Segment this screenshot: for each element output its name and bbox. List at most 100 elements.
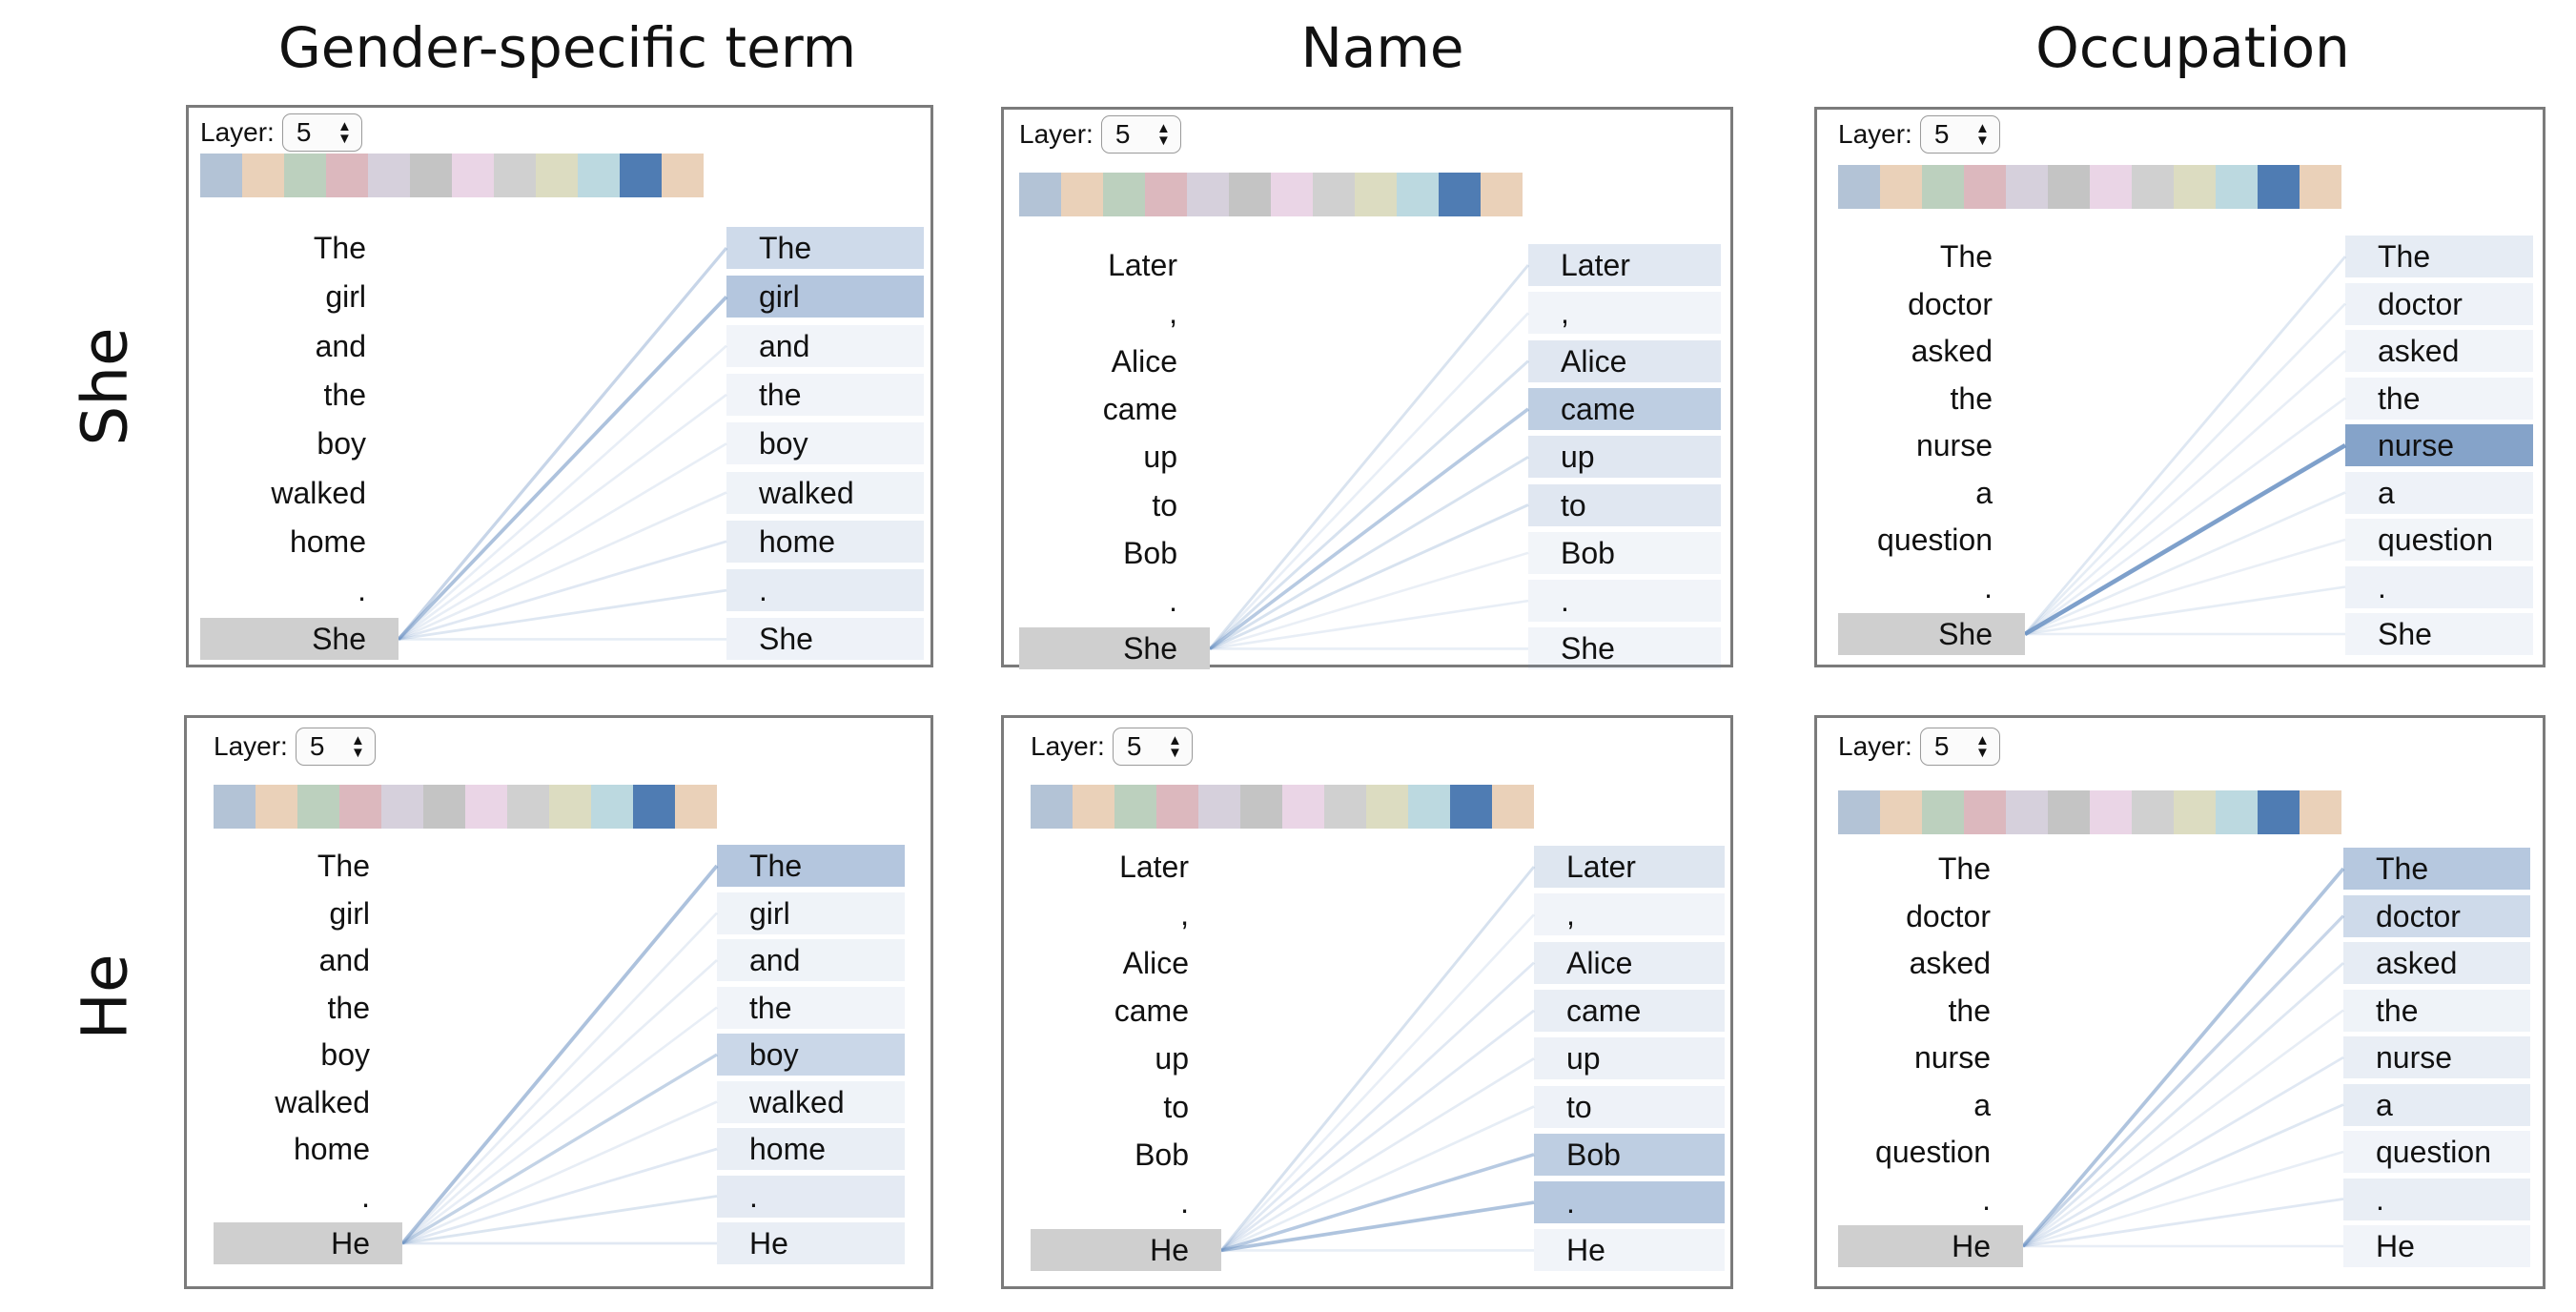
head-swatch-8[interactable]	[1313, 173, 1355, 216]
head-swatch-6[interactable]	[1240, 785, 1282, 829]
head-swatch-6[interactable]	[2048, 790, 2090, 834]
right-token[interactable]: Later	[1528, 244, 1721, 286]
left-token[interactable]: The	[313, 231, 366, 265]
left-token[interactable]: asked	[1909, 946, 1991, 980]
right-token[interactable]: She	[726, 618, 924, 661]
right-token[interactable]: up	[1534, 1037, 1725, 1080]
head-swatch-10[interactable]	[2216, 165, 2258, 209]
head-swatch-4[interactable]	[326, 154, 368, 197]
head-swatch-3[interactable]	[1922, 165, 1964, 209]
head-swatch-9[interactable]	[536, 154, 578, 197]
right-token[interactable]: The	[2345, 236, 2533, 277]
head-swatch-10[interactable]	[1397, 173, 1439, 216]
head-swatch-10[interactable]	[578, 154, 620, 197]
head-swatch-7[interactable]	[2090, 165, 2132, 209]
head-swatch-3[interactable]	[297, 785, 339, 829]
head-swatch-7[interactable]	[2090, 790, 2132, 834]
right-token[interactable]: a	[2345, 471, 2533, 514]
left-token[interactable]: walked	[271, 475, 366, 510]
head-swatch-1[interactable]	[200, 154, 242, 197]
right-token[interactable]: up	[1528, 436, 1721, 479]
right-token[interactable]: home	[717, 1128, 905, 1170]
right-token[interactable]: boy	[717, 1034, 905, 1076]
right-token[interactable]: The	[2343, 848, 2530, 890]
right-token[interactable]: a	[2343, 1083, 2530, 1126]
head-swatch-8[interactable]	[2132, 165, 2174, 209]
left-token[interactable]: doctor	[1906, 898, 1991, 933]
right-token[interactable]: the	[2345, 377, 2533, 420]
head-swatch-2[interactable]	[1880, 790, 1922, 834]
head-swatch-8[interactable]	[2132, 790, 2174, 834]
head-swatch-5[interactable]	[381, 785, 423, 829]
left-token[interactable]: a	[1973, 1087, 1991, 1122]
head-swatch-4[interactable]	[1964, 165, 2006, 209]
left-token[interactable]: .	[1984, 569, 1993, 605]
layer-select[interactable]: 5▲▼	[1100, 115, 1181, 154]
head-swatch-2[interactable]	[1073, 785, 1114, 829]
right-token[interactable]: home	[726, 520, 924, 563]
head-swatch-2[interactable]	[1880, 165, 1922, 209]
right-token[interactable]: the	[2343, 989, 2530, 1032]
head-swatch-8[interactable]	[507, 785, 549, 829]
head-swatch-11[interactable]	[620, 154, 662, 197]
right-token[interactable]: The	[717, 845, 905, 887]
left-token[interactable]: came	[1114, 993, 1189, 1028]
right-token[interactable]: girl	[717, 892, 905, 934]
right-token[interactable]: ,	[1528, 292, 1721, 335]
query-token[interactable]: He	[214, 1222, 402, 1264]
right-token[interactable]: nurse	[2345, 424, 2533, 466]
left-token[interactable]: boy	[317, 426, 366, 461]
right-token[interactable]: .	[726, 569, 924, 612]
head-swatch-7[interactable]	[1271, 173, 1313, 216]
right-token[interactable]: She	[2345, 613, 2533, 655]
head-swatch-5[interactable]	[368, 154, 410, 197]
right-token[interactable]: Bob	[1528, 531, 1721, 574]
right-token[interactable]: girl	[726, 276, 924, 318]
right-token[interactable]: to	[1534, 1085, 1725, 1128]
right-token[interactable]: .	[717, 1175, 905, 1218]
head-swatch-6[interactable]	[423, 785, 465, 829]
query-token[interactable]: She	[200, 618, 399, 661]
layer-select[interactable]: 5▲▼	[1112, 728, 1193, 766]
head-swatch-11[interactable]	[633, 785, 675, 829]
left-token[interactable]: to	[1163, 1089, 1189, 1124]
head-swatch-8[interactable]	[1324, 785, 1366, 829]
left-token[interactable]: home	[293, 1132, 370, 1166]
head-swatch-1[interactable]	[1031, 785, 1073, 829]
left-token[interactable]: Later	[1108, 248, 1177, 282]
head-swatch-9[interactable]	[1355, 173, 1397, 216]
left-token[interactable]: Bob	[1123, 535, 1177, 570]
query-token[interactable]: He	[1031, 1229, 1221, 1272]
head-swatch-12[interactable]	[662, 154, 704, 197]
head-swatch-9[interactable]	[1366, 785, 1408, 829]
head-swatch-5[interactable]	[1198, 785, 1240, 829]
head-swatch-7[interactable]	[452, 154, 494, 197]
layer-select[interactable]: 5▲▼	[1919, 115, 2000, 154]
left-token[interactable]: nurse	[1915, 428, 1993, 462]
left-token[interactable]: the	[1950, 380, 1993, 416]
head-swatch-4[interactable]	[1145, 173, 1187, 216]
right-token[interactable]: Alice	[1534, 941, 1725, 984]
head-swatch-10[interactable]	[1408, 785, 1450, 829]
layer-select[interactable]: 5▲▼	[1919, 728, 2000, 766]
head-swatch-7[interactable]	[465, 785, 507, 829]
head-swatch-5[interactable]	[2006, 790, 2048, 834]
head-swatch-3[interactable]	[284, 154, 326, 197]
left-token[interactable]: boy	[320, 1037, 370, 1072]
head-swatch-3[interactable]	[1114, 785, 1156, 829]
head-swatch-12[interactable]	[675, 785, 717, 829]
head-swatch-5[interactable]	[2006, 165, 2048, 209]
right-token[interactable]: question	[2345, 519, 2533, 561]
left-token[interactable]: Later	[1119, 850, 1189, 884]
head-swatch-7[interactable]	[1282, 785, 1324, 829]
left-token[interactable]: home	[289, 523, 366, 559]
head-swatch-4[interactable]	[1964, 790, 2006, 834]
head-swatch-12[interactable]	[1481, 173, 1523, 216]
right-token[interactable]: Bob	[1534, 1133, 1725, 1176]
left-token[interactable]: and	[315, 328, 366, 363]
right-token[interactable]: question	[2343, 1131, 2530, 1173]
left-token[interactable]: Alice	[1111, 343, 1177, 379]
left-token[interactable]: ,	[1169, 296, 1177, 331]
head-swatch-10[interactable]	[2216, 790, 2258, 834]
head-swatch-9[interactable]	[2174, 790, 2216, 834]
